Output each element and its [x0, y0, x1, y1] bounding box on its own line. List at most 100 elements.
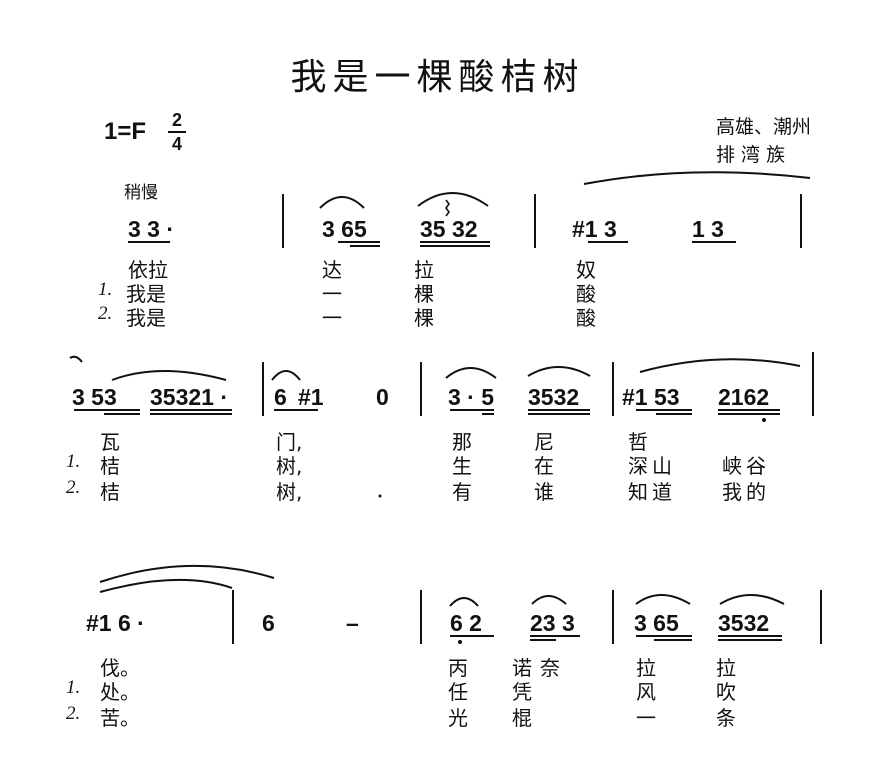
- lyric: 树,: [276, 480, 303, 504]
- note-group: #1 3: [572, 216, 617, 242]
- slur: [417, 192, 489, 207]
- bar-line: [612, 362, 614, 416]
- slur: [69, 355, 83, 363]
- bar-line: [420, 590, 422, 644]
- lyric: 处。: [100, 680, 140, 704]
- verse-number: 1.: [66, 451, 81, 472]
- note-group: 0: [376, 384, 389, 410]
- note-group: 23 3: [530, 610, 575, 636]
- credit-people: 排 湾 族: [716, 144, 786, 166]
- note-group: #1 6 ·: [86, 610, 145, 636]
- note-group: 3532: [718, 610, 770, 636]
- slur: [111, 370, 227, 381]
- note-group: 1 3: [692, 216, 724, 242]
- song-title: 我是一棵酸桔树: [290, 57, 585, 98]
- verse-number: 2.: [66, 477, 81, 498]
- lyric: 任: [448, 680, 468, 704]
- note-group: #1 53: [622, 384, 680, 410]
- bar-line: [820, 590, 822, 644]
- lyric: 那: [452, 430, 472, 454]
- lyric: 桔: [100, 454, 120, 478]
- lyric: 棍: [512, 706, 532, 730]
- slur: [449, 597, 479, 607]
- note-group: 3532: [528, 384, 580, 410]
- lyric: 一: [322, 282, 342, 306]
- lyric: 拉: [414, 258, 434, 282]
- lyric: 达: [322, 258, 342, 282]
- bar-line: [534, 194, 536, 248]
- lyric: 门,: [276, 430, 303, 454]
- lyric: 树,: [276, 454, 303, 478]
- note-group: 3 65: [634, 610, 679, 636]
- lyric: 桔: [100, 480, 120, 504]
- lyric: 风: [636, 680, 656, 704]
- note-group: –: [346, 610, 359, 636]
- note-group: 35321 ·: [150, 384, 229, 410]
- slur: [99, 578, 233, 593]
- key-signature: 1=F: [104, 118, 147, 145]
- note-group: 35 32: [420, 216, 478, 242]
- lyric: 生: [452, 454, 472, 478]
- lyric: 有: [452, 480, 472, 504]
- time-signature-numerator: 2: [171, 110, 182, 130]
- bar-line: [800, 194, 802, 248]
- lyric: 依拉: [128, 258, 168, 282]
- lyric: 酸: [576, 282, 596, 306]
- lyric: 拉: [636, 656, 656, 680]
- lyric: 诺奈: [512, 656, 568, 680]
- lyric: 我的: [722, 480, 770, 504]
- lyric: 一: [636, 706, 656, 730]
- time-signature-denominator: 4: [171, 134, 182, 154]
- lyric: 凭: [512, 680, 532, 704]
- lyric: 深山: [628, 454, 676, 478]
- note-group: 2162: [718, 384, 770, 410]
- verse-number: 1.: [66, 677, 81, 698]
- lyric: 峡谷: [722, 454, 770, 478]
- lyric: 尼: [534, 430, 554, 454]
- bar-line: [420, 362, 422, 416]
- lyric: 吹: [716, 680, 736, 704]
- lyric: 我是: [126, 306, 166, 330]
- trill-ornament: [445, 199, 450, 217]
- slur: [583, 171, 811, 185]
- note-group: #1: [298, 384, 324, 410]
- lyric: 瓦: [100, 430, 120, 454]
- slur: [319, 196, 365, 209]
- bar-line: [812, 352, 814, 416]
- slur: [531, 595, 567, 605]
- tempo-marking: 稍慢: [124, 183, 158, 203]
- slur: [271, 370, 301, 381]
- lyric: 一: [322, 306, 342, 330]
- verse-number: 1.: [98, 279, 113, 300]
- time-signature: 2 4: [168, 110, 186, 154]
- lyric: 知道: [628, 480, 676, 504]
- slur: [445, 367, 497, 379]
- note-group: 3 53: [72, 384, 117, 410]
- note-group: 3 65: [322, 216, 367, 242]
- time-signature-line: [168, 131, 186, 133]
- note-group: 3 3 ·: [128, 216, 175, 242]
- verse-number: 2.: [98, 303, 113, 324]
- bar-line: [262, 362, 264, 416]
- lyric: 谁: [534, 480, 554, 504]
- note-group: 6 2: [450, 610, 482, 636]
- credit-place: 高雄、潮州: [716, 116, 812, 138]
- note-group: 6: [262, 610, 275, 636]
- lyric: 棵: [414, 306, 434, 330]
- slur: [527, 366, 591, 377]
- octave-dot: [762, 418, 766, 422]
- slur: [719, 594, 785, 605]
- lyric: 酸: [576, 306, 596, 330]
- verse-number: 2.: [66, 703, 81, 724]
- lyric: 在: [534, 454, 554, 478]
- bar-line: [232, 590, 234, 644]
- slur: [99, 565, 275, 583]
- lyric: 光: [448, 706, 468, 730]
- lyric: 伐。: [100, 656, 140, 680]
- lyric: 棵: [414, 282, 434, 306]
- lyric: 拉: [716, 656, 736, 680]
- note-group: 3 · 5: [448, 384, 495, 410]
- lyric: 我是: [126, 282, 166, 306]
- bar-line: [612, 590, 614, 644]
